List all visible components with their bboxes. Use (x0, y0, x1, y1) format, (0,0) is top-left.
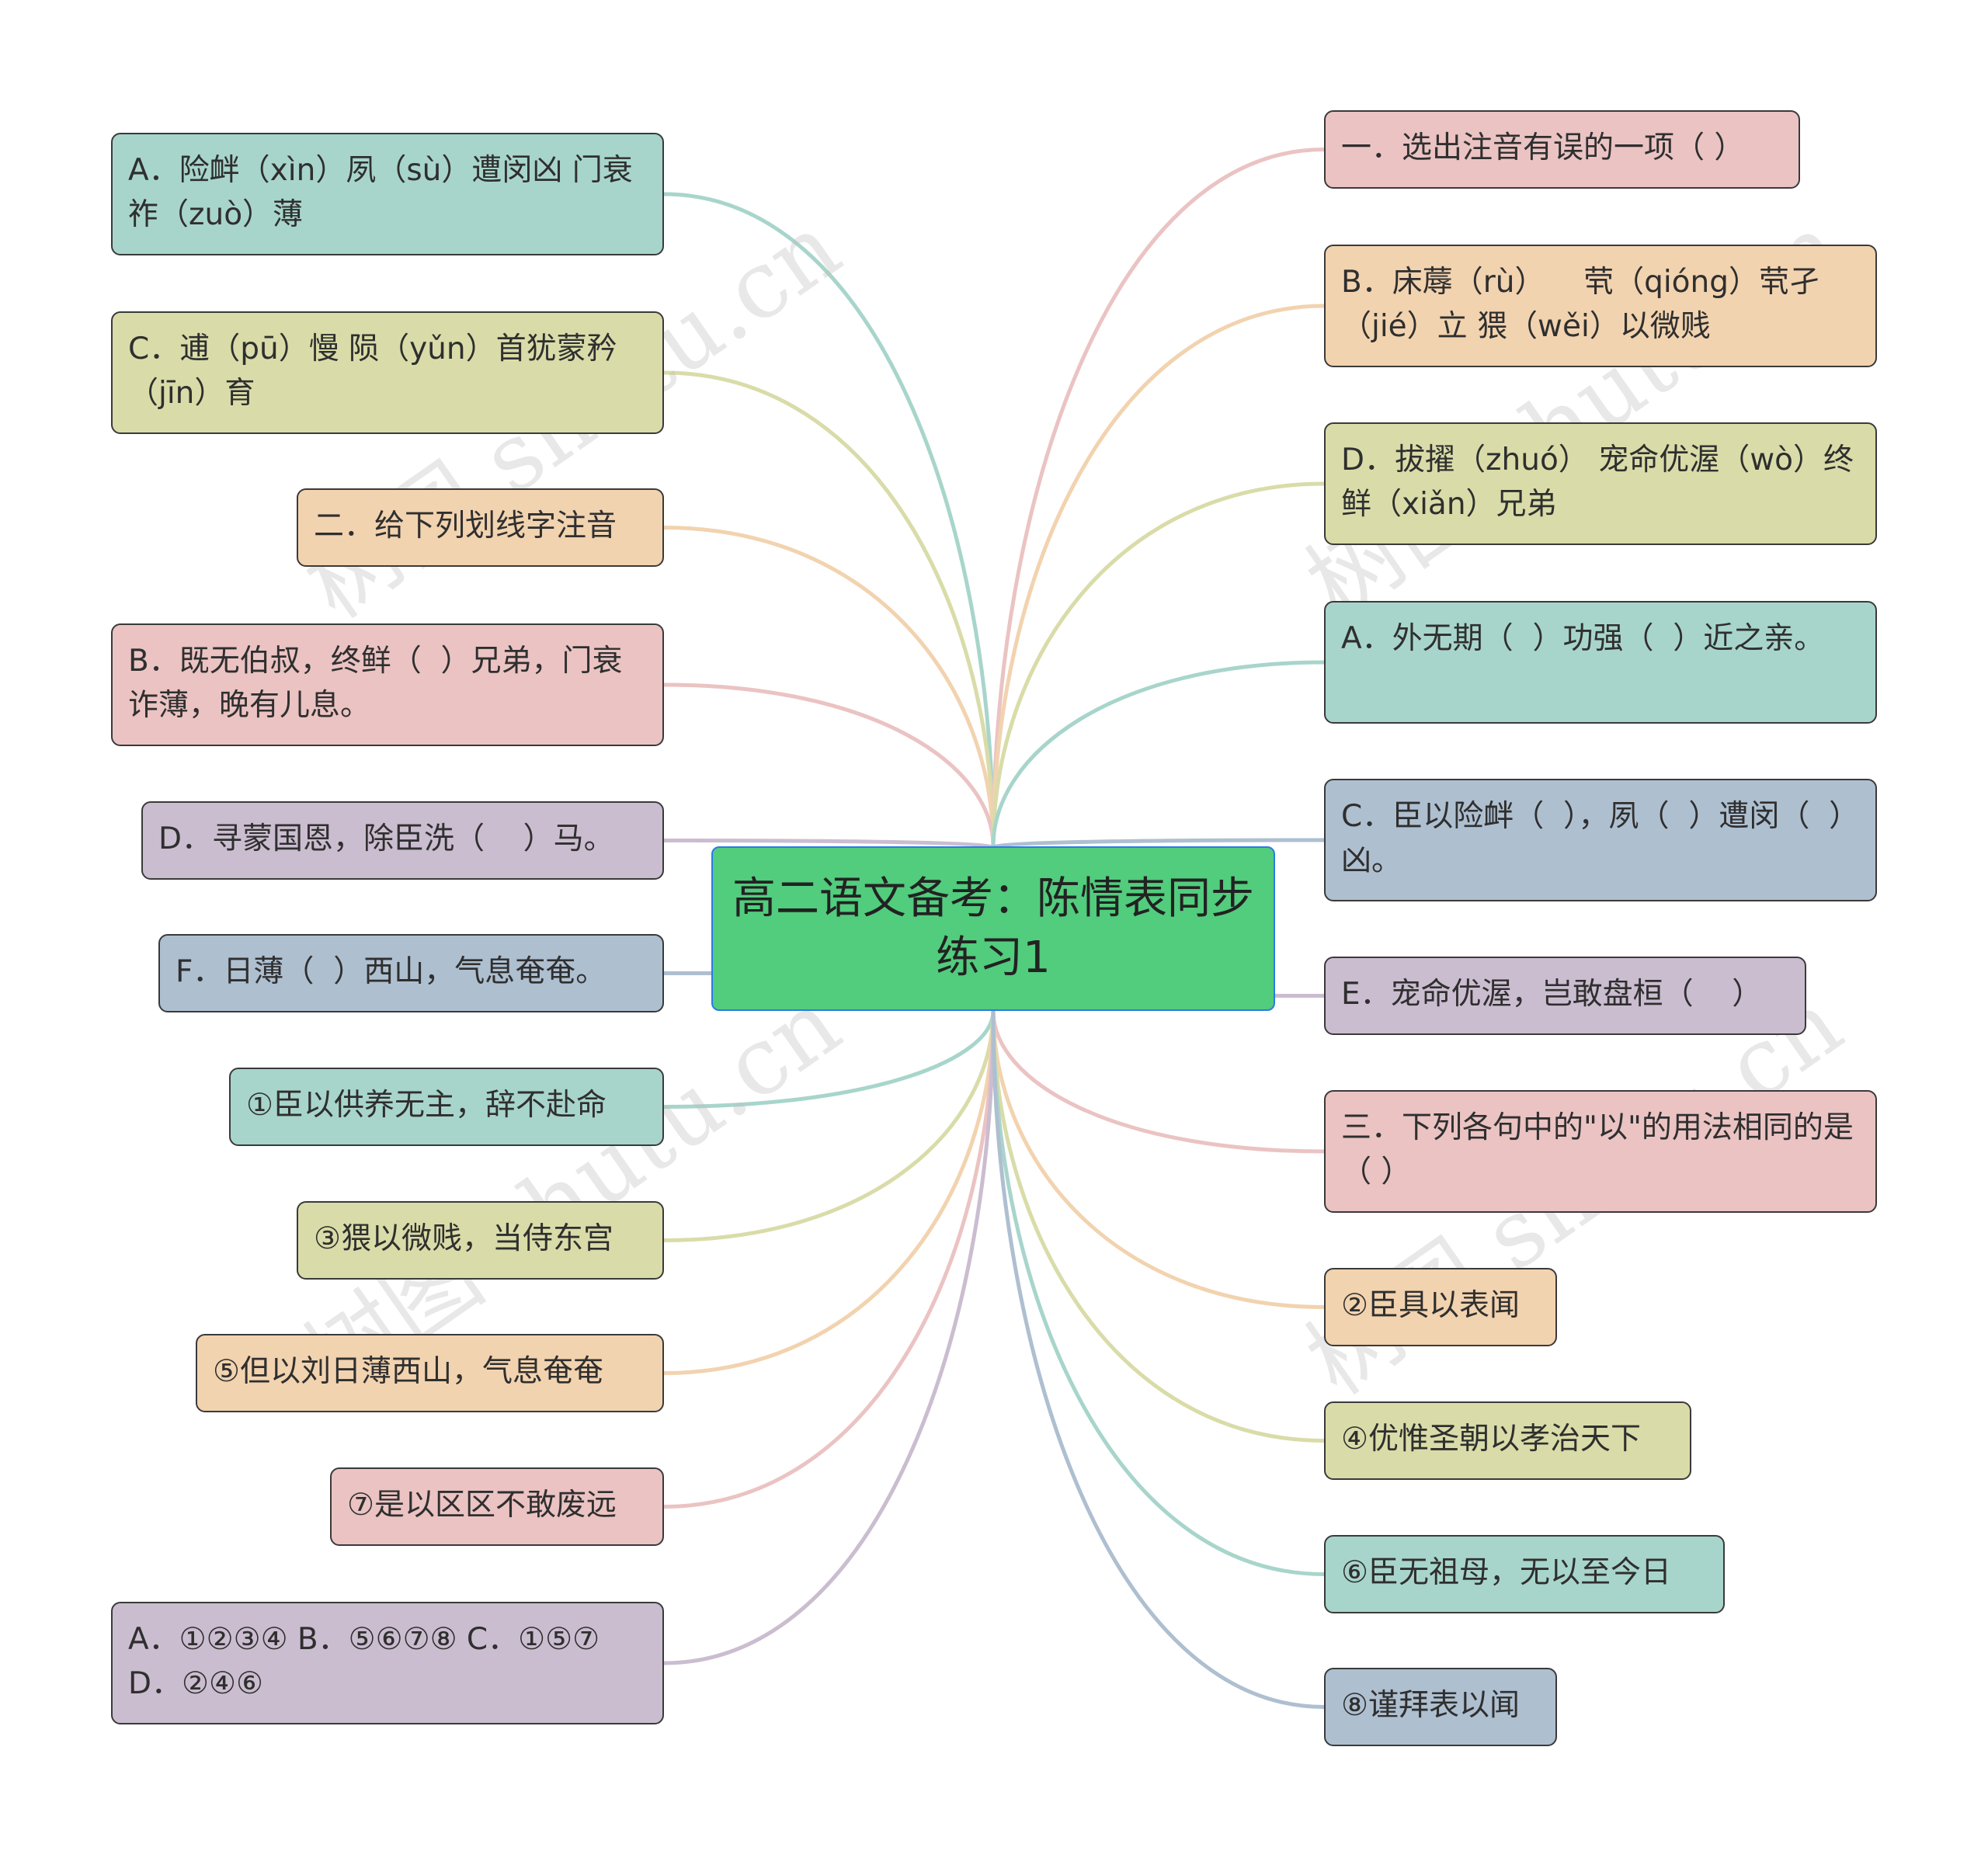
connector-line (663, 370, 996, 847)
connector-line (991, 304, 1325, 847)
right-node-7[interactable]: 三．下列各句中的"以"的用法相同的是（ ） (1324, 1090, 1877, 1213)
node-text: D．寻蒙国恩，除臣洗（ ）马。 (158, 821, 614, 856)
connector-line (991, 1010, 1325, 1576)
node-text: 一．选出注音有误的一项（ ） (1341, 130, 1745, 165)
left-node-6[interactable]: F．日薄（ ）西山，气息奄奄。 (158, 934, 664, 1012)
root-topic[interactable]: 高二语文备考：陈情表同步练习1 (711, 846, 1275, 1011)
node-text: C．逋（pū）慢 陨（yǔn）首犹蒙矜（jīn）育 (128, 332, 617, 411)
node-text: A．外无期（ ）功强（ ）近之亲。 (1341, 621, 1825, 656)
left-node-7[interactable]: ①臣以供养无主，辞不赴命 (229, 1068, 664, 1146)
node-text: ①臣以供养无主，辞不赴命 (246, 1088, 606, 1123)
connector-line (663, 1010, 996, 1109)
node-text: C．臣以险衅（ ），夙（ ）遭闵（ ）凶。 (1341, 799, 1860, 878)
right-node-9[interactable]: ④优惟圣朝以孝治天下 (1324, 1401, 1691, 1480)
connector-line (663, 1010, 996, 1509)
right-node-11[interactable]: ⑧谨拜表以闻 (1324, 1668, 1557, 1746)
node-text: D．拔擢（zhuó） 宠命优渥（wò）终鲜（xiǎn）兄弟 (1341, 443, 1854, 522)
left-node-5[interactable]: D．寻蒙国恩，除臣洗（ ）马。 (141, 801, 664, 880)
right-node-6[interactable]: E．宠命优渥，岂敢盘桓（ ） (1324, 957, 1806, 1035)
node-text: ②臣具以表闻 (1341, 1288, 1520, 1323)
node-text: ⑥臣无祖母，无以至今日 (1341, 1555, 1671, 1590)
left-node-11[interactable]: A．①②③④ B．⑤⑥⑦⑧ C．①⑤⑦ D．②④⑥ (111, 1602, 664, 1724)
node-text: ⑤但以刘日薄西山，气息奄奄 (213, 1354, 603, 1389)
connector-line (991, 1010, 1325, 1154)
left-node-9[interactable]: ⑤但以刘日薄西山，气息奄奄 (196, 1334, 664, 1412)
left-node-3[interactable]: 二．给下列划线字注音 (297, 488, 664, 567)
node-text: F．日薄（ ）西山，气息奄奄。 (176, 954, 606, 989)
connector-line (663, 682, 996, 847)
connector-line (663, 1010, 996, 1242)
connector-line (991, 660, 1325, 847)
node-text: A．①②③④ B．⑤⑥⑦⑧ C．①⑤⑦ D．②④⑥ (128, 1622, 610, 1701)
connector-line (991, 838, 1325, 849)
left-node-2[interactable]: C．逋（pū）慢 陨（yǔn）首犹蒙矜（jīn）育 (111, 311, 664, 434)
node-text: ③猥以微贱，当侍东宫 (314, 1221, 613, 1256)
connector-line (991, 481, 1325, 847)
node-text: ④优惟圣朝以孝治天下 (1341, 1422, 1641, 1457)
connector-line (663, 1010, 996, 1665)
connector-line (991, 148, 1325, 847)
node-text: A．险衅（xìn）夙（sù）遭闵凶 门衰祚（zuò）薄 (128, 153, 633, 232)
node-text: B．床蓐（rù） 茕（qióng）茕孑（jié）立 猥（wěi）以微贱 (1341, 265, 1820, 344)
node-text: B．既无伯叔，终鲜（ ）兄弟，门衰诈薄，晚有儿息。 (128, 644, 623, 723)
node-text: 三．下列各句中的"以"的用法相同的是（ ） (1341, 1110, 1854, 1189)
node-text: 二．给下列划线字注音 (314, 509, 617, 544)
node-text: E．宠命优渥，岂敢盘桓（ ） (1341, 977, 1763, 1012)
node-text: ⑧谨拜表以闻 (1341, 1688, 1520, 1723)
connector-line (991, 1010, 1325, 1709)
connector-line (663, 192, 996, 847)
right-node-2[interactable]: B．床蓐（rù） 茕（qióng）茕孑（jié）立 猥（wěi）以微贱 (1324, 245, 1877, 367)
connector-line (663, 1010, 996, 1375)
node-text: ⑦是以区区不敢废远 (347, 1488, 617, 1523)
connector-line (663, 526, 996, 847)
connector-line (991, 1010, 1325, 1443)
left-node-4[interactable]: B．既无伯叔，终鲜（ ）兄弟，门衰诈薄，晚有儿息。 (111, 623, 664, 746)
left-node-1[interactable]: A．险衅（xìn）夙（sù）遭闵凶 门衰祚（zuò）薄 (111, 133, 664, 255)
right-node-3[interactable]: D．拔擢（zhuó） 宠命优渥（wò）终鲜（xiǎn）兄弟 (1324, 422, 1877, 545)
right-node-4[interactable]: A．外无期（ ）功强（ ）近之亲。 (1324, 601, 1877, 724)
root-title: 高二语文备考：陈情表同步练习1 (732, 873, 1254, 983)
right-node-8[interactable]: ②臣具以表闻 (1324, 1268, 1557, 1346)
right-node-5[interactable]: C．臣以险衅（ ），夙（ ）遭闵（ ）凶。 (1324, 779, 1877, 901)
right-node-1[interactable]: 一．选出注音有误的一项（ ） (1324, 110, 1800, 189)
connector-line (991, 1010, 1325, 1309)
left-node-10[interactable]: ⑦是以区区不敢废远 (330, 1467, 664, 1546)
connector-line (663, 839, 996, 849)
right-node-10[interactable]: ⑥臣无祖母，无以至今日 (1324, 1535, 1725, 1613)
left-node-8[interactable]: ③猥以微贱，当侍东宫 (297, 1201, 664, 1280)
